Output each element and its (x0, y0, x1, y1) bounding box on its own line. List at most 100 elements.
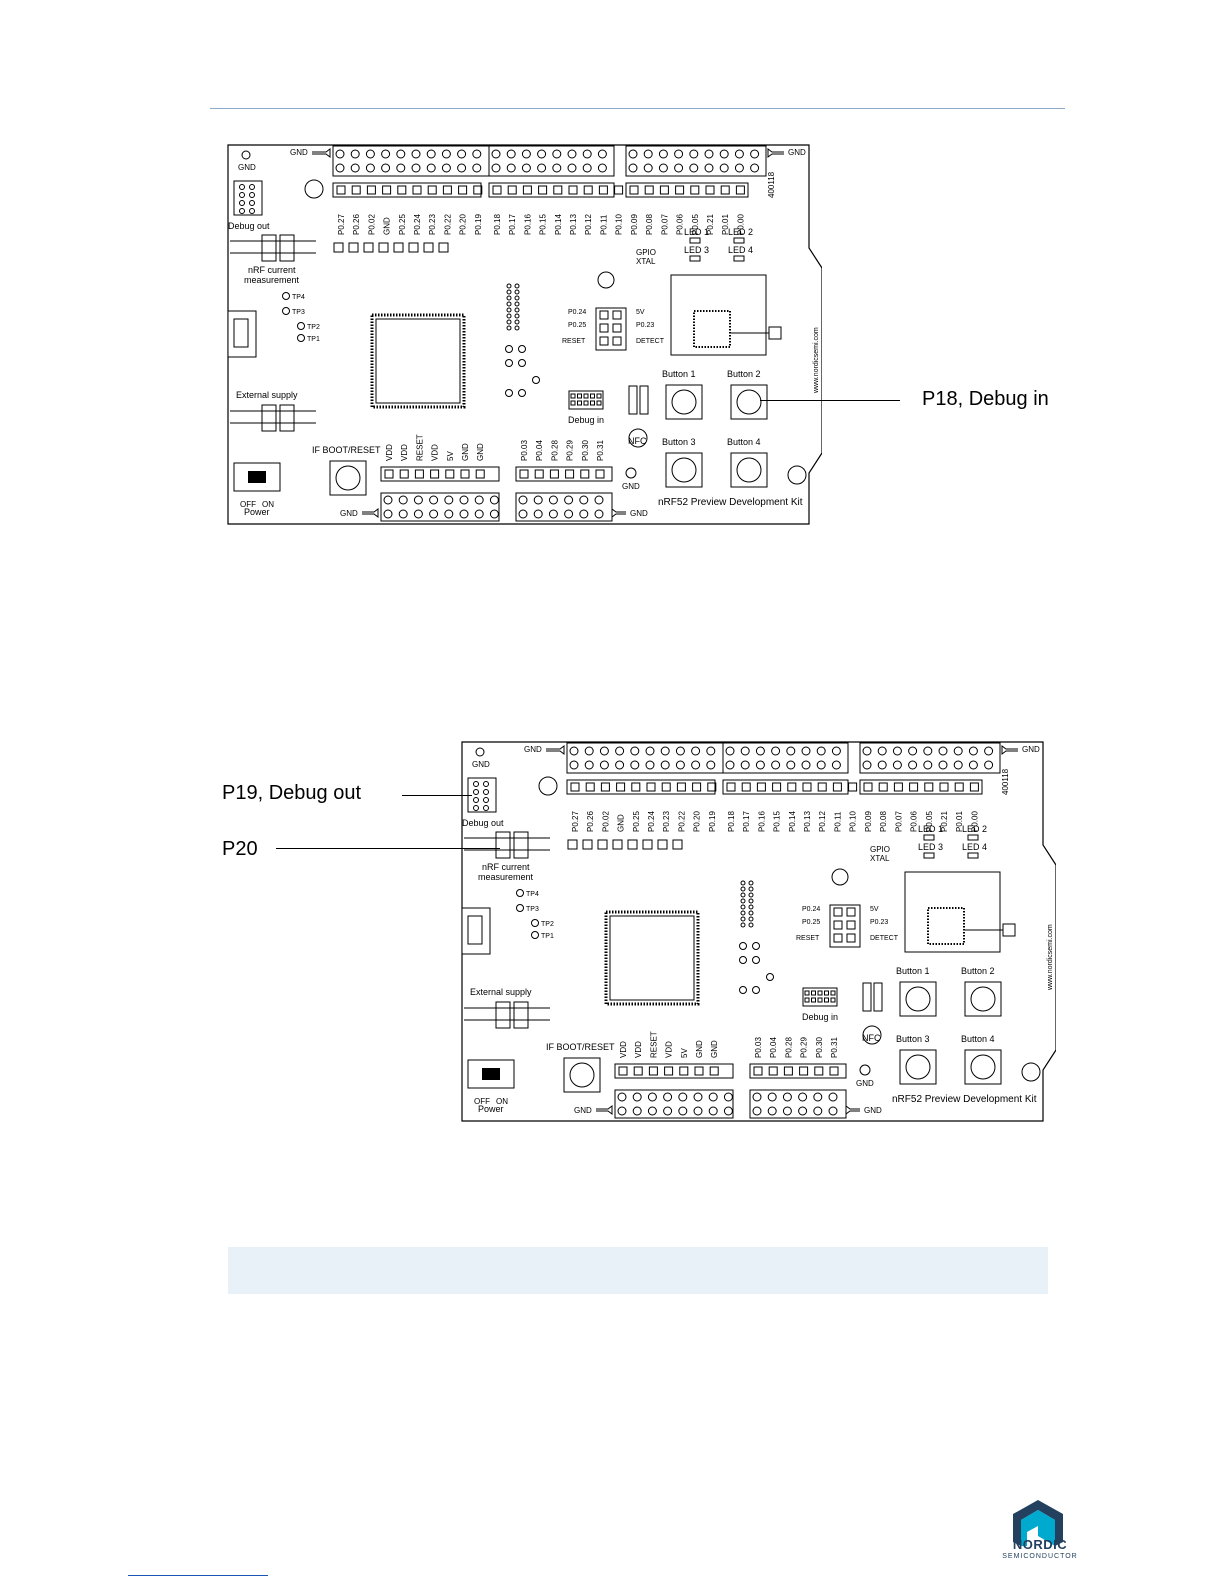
push-button-cap (970, 1054, 996, 1080)
bottom-pin-label: RESET (649, 1031, 658, 1058)
top-pin-label: P0.18 (727, 811, 736, 832)
push-button-icon (899, 1049, 937, 1085)
header-pin-icon (801, 760, 811, 770)
header-pin-icon (491, 163, 501, 173)
top-pin-label: P0.19 (708, 811, 717, 832)
header-pin-icon (643, 149, 653, 159)
p18-header (802, 987, 838, 1007)
top-pin-label: P0.12 (584, 214, 593, 235)
pin-pad-icon (460, 469, 470, 479)
header-pin-icon (628, 149, 638, 159)
top-pin-label: P0.00 (970, 811, 979, 832)
gnd-label-top: GND (290, 148, 308, 157)
push-button-cap (905, 986, 931, 1012)
header-pin-icon (335, 163, 345, 173)
nordic-logo-icon (1013, 1500, 1063, 1546)
header-pin-icon (459, 495, 469, 505)
gnd-pad-icon (625, 467, 637, 479)
header-pin-icon (518, 495, 528, 505)
p20-pad-icon (348, 242, 359, 253)
header-pin-icon (506, 149, 516, 159)
p5-label: 5V (636, 309, 645, 316)
header-pin-icon (740, 746, 750, 756)
power-switch-slider (248, 471, 266, 483)
p22-jumper (261, 234, 277, 262)
header-pin-icon (630, 760, 640, 770)
top-pin-label: P0.15 (539, 214, 548, 235)
pin-pad-icon (384, 469, 394, 479)
pin-pad-icon (690, 185, 700, 195)
p20-pad-icon (642, 839, 653, 850)
p5-label: P0.23 (870, 919, 888, 926)
pin-pad-icon (848, 782, 858, 792)
pin-pad-icon (939, 782, 949, 792)
header-pin-icon (398, 509, 408, 519)
p20-leader (276, 848, 500, 849)
header-pin-icon (752, 1106, 762, 1116)
led-label: LED 3 (918, 842, 943, 852)
pin-pad-icon (802, 782, 812, 792)
debug-in-pin-icon (817, 990, 823, 996)
header-pin-icon (877, 746, 887, 756)
header-pin-icon (798, 1092, 808, 1102)
header-pin-icon (632, 1092, 642, 1102)
top-pin-label: P0.24 (647, 811, 656, 832)
bottom-pin-label: VDD (400, 444, 409, 461)
header-pin-icon (350, 149, 360, 159)
test-point-label: TP3 (292, 309, 305, 316)
p22-jumper (279, 234, 295, 262)
push-button-icon (563, 1057, 601, 1093)
bottom-header (515, 492, 613, 522)
p20-pad-icon (657, 839, 668, 850)
top-pin-label: P0.14 (554, 214, 563, 235)
top-pin-label: P0.16 (523, 214, 532, 235)
header-pin-icon (630, 746, 640, 756)
header-pin-icon (708, 1106, 718, 1116)
top-pin-label: P0.09 (864, 811, 873, 832)
top-pin-label: P0.17 (742, 811, 751, 832)
top-pin-label: P0.15 (773, 811, 782, 832)
arrow-icon (1001, 745, 1018, 755)
test-point-icon (282, 307, 290, 315)
via-icon (506, 319, 512, 325)
header-pin-icon (674, 163, 684, 173)
header-pin-icon (521, 163, 531, 173)
pin-pad-icon (414, 469, 424, 479)
push-button-icon (899, 981, 937, 1017)
pin-pad-icon (445, 469, 455, 479)
header-pin-icon (725, 746, 735, 756)
led-icon (733, 237, 745, 244)
test-point-icon (766, 973, 774, 981)
header-pin-icon (740, 760, 750, 770)
top-pin-label: P0.02 (367, 214, 376, 235)
debug-out-label: Debug out (228, 221, 270, 231)
usb-connector-icon (461, 907, 491, 955)
p20-pad-icon (423, 242, 434, 253)
header-pin-icon (734, 149, 744, 159)
led-icon (689, 237, 701, 244)
top-pin-label: P0.18 (493, 214, 502, 235)
nfc-label: NFC (628, 436, 647, 446)
gnd-label-top-left: GND (238, 163, 256, 172)
pin-pad-icon (954, 782, 964, 792)
pin-pad-icon (709, 1066, 719, 1076)
top-header (859, 742, 1001, 774)
header-pin-icon (632, 1106, 642, 1116)
nfc-header (862, 982, 872, 1012)
p5-label: P0.25 (802, 919, 820, 926)
top-pin-label: P0.13 (803, 811, 812, 832)
header-pin-icon (752, 1092, 762, 1102)
u1-chip (693, 310, 731, 348)
p5-label: 5V (870, 906, 879, 913)
debug-in-pin-icon (824, 997, 829, 1003)
top-pin-label: P0.17 (508, 214, 517, 235)
header-pin-icon (908, 746, 918, 756)
pin-pad-icon (863, 782, 873, 792)
header-pin-icon (594, 495, 604, 505)
top-pin-label: P0.22 (443, 214, 452, 235)
power-switch-slider (482, 1068, 500, 1080)
bottom-pin-label: VDD (665, 1041, 674, 1058)
debug-in-pin-icon (577, 400, 582, 406)
p5-pin-icon (833, 933, 843, 943)
top-pin-label: P0.26 (352, 214, 361, 235)
